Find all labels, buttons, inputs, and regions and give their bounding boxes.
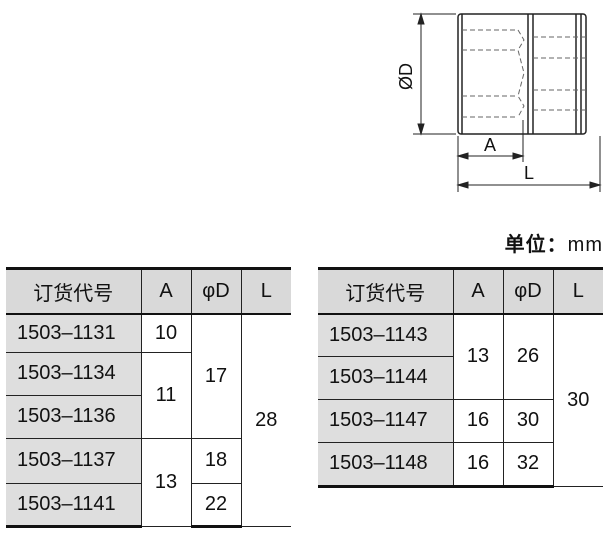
order-code-cell: 1503–1131 xyxy=(6,314,141,353)
table-row: 1503–1143 13 26 30 xyxy=(318,314,603,487)
diameter-cell: 17 xyxy=(190,314,241,439)
diameter-cell: 30 xyxy=(502,399,553,443)
l-dimension xyxy=(456,136,602,192)
table-row: 1503–1137 13 18 xyxy=(6,438,291,527)
diameter-cell: 22 xyxy=(190,483,241,528)
order-code-cell: 1503–1147 xyxy=(318,399,453,443)
diameter-cell: 32 xyxy=(502,442,553,488)
a-cell: 16 xyxy=(452,399,503,443)
header-a: A xyxy=(140,267,191,315)
a-cell: 10 xyxy=(140,314,191,353)
l-cell: 28 xyxy=(240,314,291,527)
unit-label: 单位：mm xyxy=(505,228,603,257)
diameter-label: ØD xyxy=(396,63,416,90)
a-dimension xyxy=(456,120,525,162)
order-code-cell: 1503–1141 xyxy=(6,483,141,528)
a-cell: 13 xyxy=(452,314,503,400)
socket-dimension-drawing: ØD A L xyxy=(396,12,602,192)
socket-body xyxy=(457,13,587,135)
diameter-cell: 26 xyxy=(502,314,553,400)
order-code-cell: 1503–1137 xyxy=(6,438,141,484)
order-code-cell: 1503–1136 xyxy=(6,395,141,439)
hidden-lines xyxy=(462,29,586,118)
header-order-code: 订货代号 xyxy=(318,267,453,315)
header-l: L xyxy=(240,267,291,315)
header-l: L xyxy=(552,267,603,315)
unit-text: 单位 xyxy=(504,234,547,256)
a-cell: 13 xyxy=(140,438,191,527)
order-code-cell: 1503–1144 xyxy=(318,356,453,400)
header-diameter: φD xyxy=(502,267,553,315)
table-row: 1503–1136 xyxy=(6,395,291,439)
a-cell: 11 xyxy=(140,352,191,439)
table-row: 1503–1141 22 xyxy=(6,483,291,528)
l-cell: 30 xyxy=(552,314,603,487)
unit-separator: ： xyxy=(546,234,568,256)
table-row: 1503–1147 16 30 xyxy=(318,399,603,443)
order-code-cell: 1503–1148 xyxy=(318,442,453,488)
table-header-row: 订货代号 A φD L xyxy=(318,267,603,315)
header-order-code: 订货代号 xyxy=(6,267,141,315)
table-row: 1503–1148 16 32 xyxy=(318,442,603,488)
header-diameter: φD xyxy=(190,267,241,315)
a-label: A xyxy=(484,135,496,155)
spec-table-left: 订货代号 A φD L 1503–1131 10 17 28 1503–1134… xyxy=(6,267,291,528)
table-row: 1503–1131 10 17 28 xyxy=(6,314,291,527)
unit-value: mm xyxy=(567,234,603,256)
diameter-cell: 18 xyxy=(190,438,241,484)
spec-table-right: 订货代号 A φD L 1503–1143 13 26 30 1503–1144… xyxy=(318,267,603,488)
order-code-cell: 1503–1134 xyxy=(6,352,141,396)
diameter-dimension xyxy=(413,12,456,136)
order-code-cell: 1503–1143 xyxy=(318,314,453,357)
header-a: A xyxy=(452,267,503,315)
a-cell: 16 xyxy=(452,442,503,488)
l-label: L xyxy=(524,163,534,183)
table-row: 1503–1144 xyxy=(318,356,603,400)
table-header-row: 订货代号 A φD L xyxy=(6,267,291,315)
table-row: 1503–1134 11 xyxy=(6,352,291,439)
